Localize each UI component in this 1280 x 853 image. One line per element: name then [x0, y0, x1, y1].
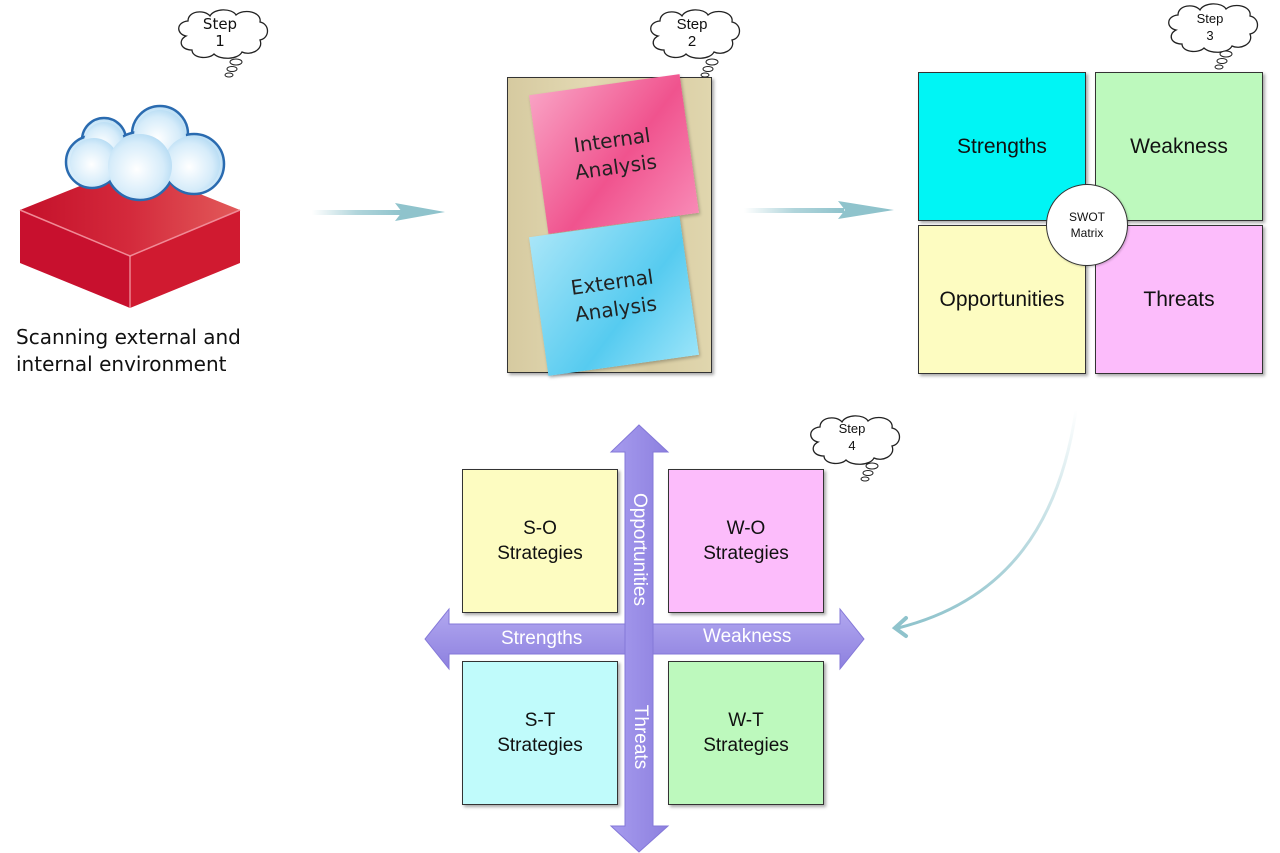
thought-bubble-icon: [650, 9, 741, 78]
thought-bubble-icon: [1168, 3, 1259, 70]
thought-bubble-icon: [178, 9, 269, 78]
caption-line-2: internal environment: [16, 352, 227, 376]
axis-label-opportunities: Opportunities: [629, 493, 650, 607]
thought-bubble-icon: [810, 415, 901, 482]
arrow-step3-to-step4: [891, 409, 1078, 638]
axis-label-threats: Threats: [630, 704, 651, 770]
vertical-axis-arrow: [609, 424, 670, 853]
caption-line-1: Scanning external and: [16, 325, 241, 349]
cloud-server-icon: [19, 104, 241, 308]
arrow-step1-to-step2: [312, 203, 445, 221]
swot-strengths: Strengths: [918, 72, 1086, 221]
axis-label-strengths: Strengths: [501, 628, 583, 649]
swot-threats: Threats: [1095, 225, 1263, 374]
axis-label-weakness: Weakness: [703, 626, 792, 647]
arrow-step2-to-step3: [744, 201, 894, 219]
swot-weakness: Weakness: [1095, 72, 1263, 221]
step-1-caption: Scanning external and internal environme…: [16, 324, 241, 378]
